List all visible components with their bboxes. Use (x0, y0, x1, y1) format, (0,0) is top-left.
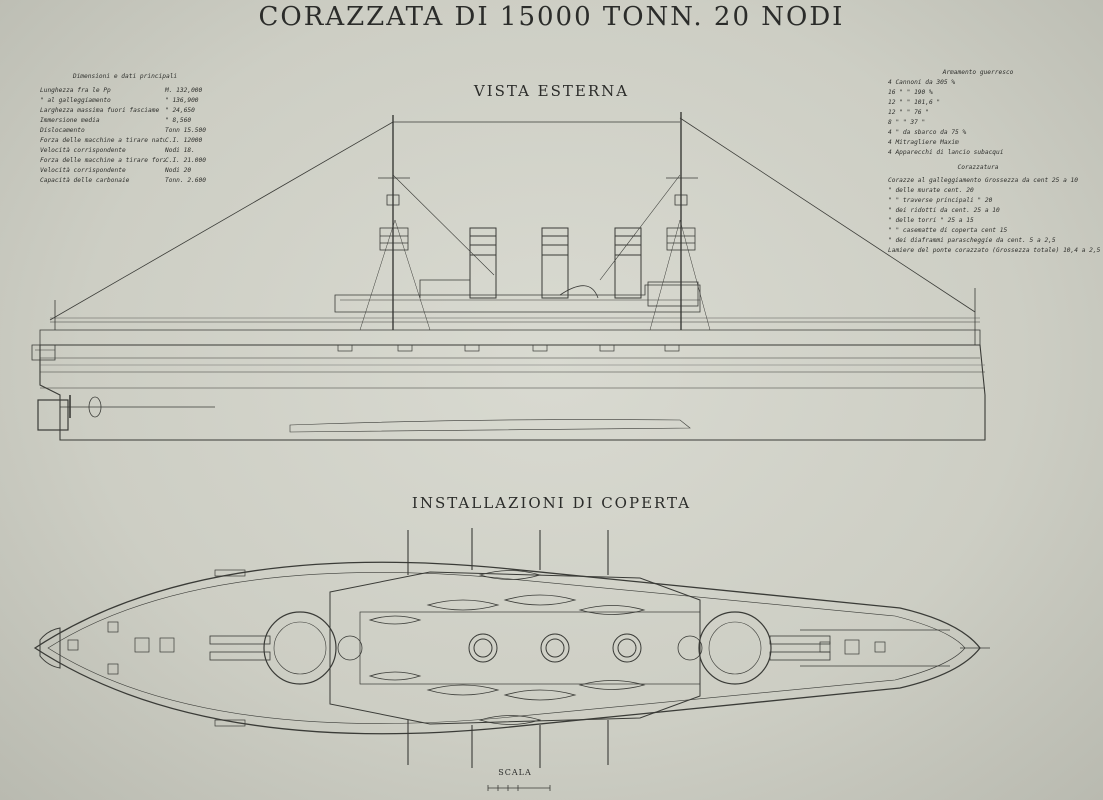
dimension-value: Tonn. 2.600 (165, 177, 206, 184)
casemate-row (337, 344, 680, 352)
armament-header: Armamento guerresco (942, 69, 1014, 76)
superstructure (334, 284, 701, 313)
armor-row: Corazze al galleggiamento Grossezza da c… (888, 177, 1078, 184)
elevation-view-title: VISTA ESTERNA (473, 82, 630, 100)
armor-row: " dei diaframmi parascheggie da cent. 5 … (888, 237, 1056, 244)
dimension-value: " 8,560 (165, 117, 192, 124)
dimension-label: Velocità corrispondente (40, 147, 126, 154)
scale-bar (487, 785, 551, 791)
dimensions-row: Velocità corrispondente Nodi 18. (40, 146, 210, 156)
dimensions-row: Larghezza massima fuori fasciame " 24,650 (40, 106, 210, 116)
dimensions-row: Velocità corrispondente Nodi 20 (40, 166, 210, 176)
dimension-value: C.I. 12000 (165, 137, 203, 144)
dimensions-row: Lunghezza fra le Pp M. 132,000 (40, 86, 210, 96)
citadel (329, 571, 701, 725)
dimensions-row: Capacità delle carbonaie Tonn. 2.600 (40, 176, 210, 186)
fore-turret (209, 611, 337, 685)
dimension-value: Nodi 20 (165, 167, 192, 174)
dimension-label: Forza delle macchine a tirare forzato (40, 157, 165, 164)
armor-row: " delle murate cent. 20 (888, 187, 974, 194)
drawing-title: CORAZZATA DI 15000 TONN. 20 NODI (258, 2, 845, 32)
armor-row: " dei ridotti da cent. 25 a 10 (888, 207, 1000, 214)
dimension-label: Velocità corrispondente (40, 167, 126, 174)
dimension-label: Immersione media (40, 117, 100, 124)
armor-header: Corazzatura (957, 164, 999, 171)
dimension-value: " 24,650 (165, 107, 195, 114)
armament-table: Armamento guerresco 4 Cannoni da 305 % 1… (888, 68, 1101, 256)
armament-row: 4 " da sbarco da 75 % (888, 129, 967, 136)
dimension-value: Nodi 18. (165, 147, 195, 154)
dimension-value: C.I. 21.000 (165, 157, 206, 164)
dimension-label: Lunghezza fra le Pp (40, 87, 111, 94)
dimensions-header: Dimensioni e dati principali (72, 73, 178, 80)
dimension-value: Tonn 15.500 (165, 127, 206, 134)
fore-mast (378, 115, 410, 330)
dimensions-row: " al galleggiamento " 136,900 (40, 96, 210, 106)
davits (407, 528, 609, 768)
bilge-keel (289, 419, 691, 433)
dimensions-row: Forza delle macchine a tirare naturaleC.… (40, 136, 210, 146)
armament-row: 16 " " 190 % (888, 89, 933, 96)
armament-row: 4 Apparecchi di lancio subacqui (888, 149, 1004, 156)
fore-deck-fittings (39, 569, 246, 727)
dimension-value: M. 132,000 (165, 87, 203, 94)
dimension-label: Capacità delle carbonaie (40, 177, 130, 184)
aft-stay (679, 117, 976, 313)
armor-row: " delle torri " 25 a 15 (888, 217, 974, 224)
deck-plan-title: INSTALLAZIONI DI COPERTA (411, 494, 692, 512)
ship-boats (368, 570, 646, 725)
scale-label: SCALA (498, 768, 532, 777)
dimension-label: Forza delle macchine a tirare naturale (40, 137, 165, 144)
armament-row: 12 " " 76 " (888, 109, 929, 116)
armament-row: 4 Cannoni da 305 % (888, 79, 956, 86)
funnel-middle (541, 227, 569, 299)
armor-row: " " casematte di coperta cent 15 (888, 227, 1008, 234)
funnel-fore (469, 227, 497, 299)
dimensions-row: Immersione media " 8,560 (40, 116, 210, 126)
aft-deck-fittings (800, 629, 990, 667)
hull (39, 344, 986, 441)
dimensions-row: Dislocamento Tonn 15.500 (40, 126, 210, 136)
deck-outline (33, 561, 981, 735)
dimension-label: " al galleggiamento (40, 97, 111, 104)
armament-row: 4 Mitragliere Maxim (888, 139, 959, 146)
armor-row: Lamiere del ponte corazzato (Grossezza t… (888, 247, 1101, 254)
dimension-value: " 136,900 (165, 97, 199, 104)
funnel-aft (614, 227, 642, 299)
dimension-label: Dislocamento (40, 127, 85, 134)
propeller (37, 395, 215, 431)
dimensions-table: Dimensioni e dati principali Lunghezza f… (40, 72, 210, 186)
aft-turret (698, 611, 831, 685)
funnel-plan (468, 633, 642, 663)
deck-plan (33, 528, 990, 791)
fore-stay (49, 121, 394, 321)
side-elevation (31, 112, 986, 441)
dimension-label: Larghezza massima fuori fasciame (40, 107, 160, 114)
upper-hull (39, 329, 981, 346)
main-mast (666, 112, 698, 330)
armor-row: " " traverse principali " 20 (888, 197, 993, 204)
armament-row: 8 " " 37 " (888, 119, 926, 126)
armament-row: 12 " " 101,6 " (888, 99, 941, 106)
